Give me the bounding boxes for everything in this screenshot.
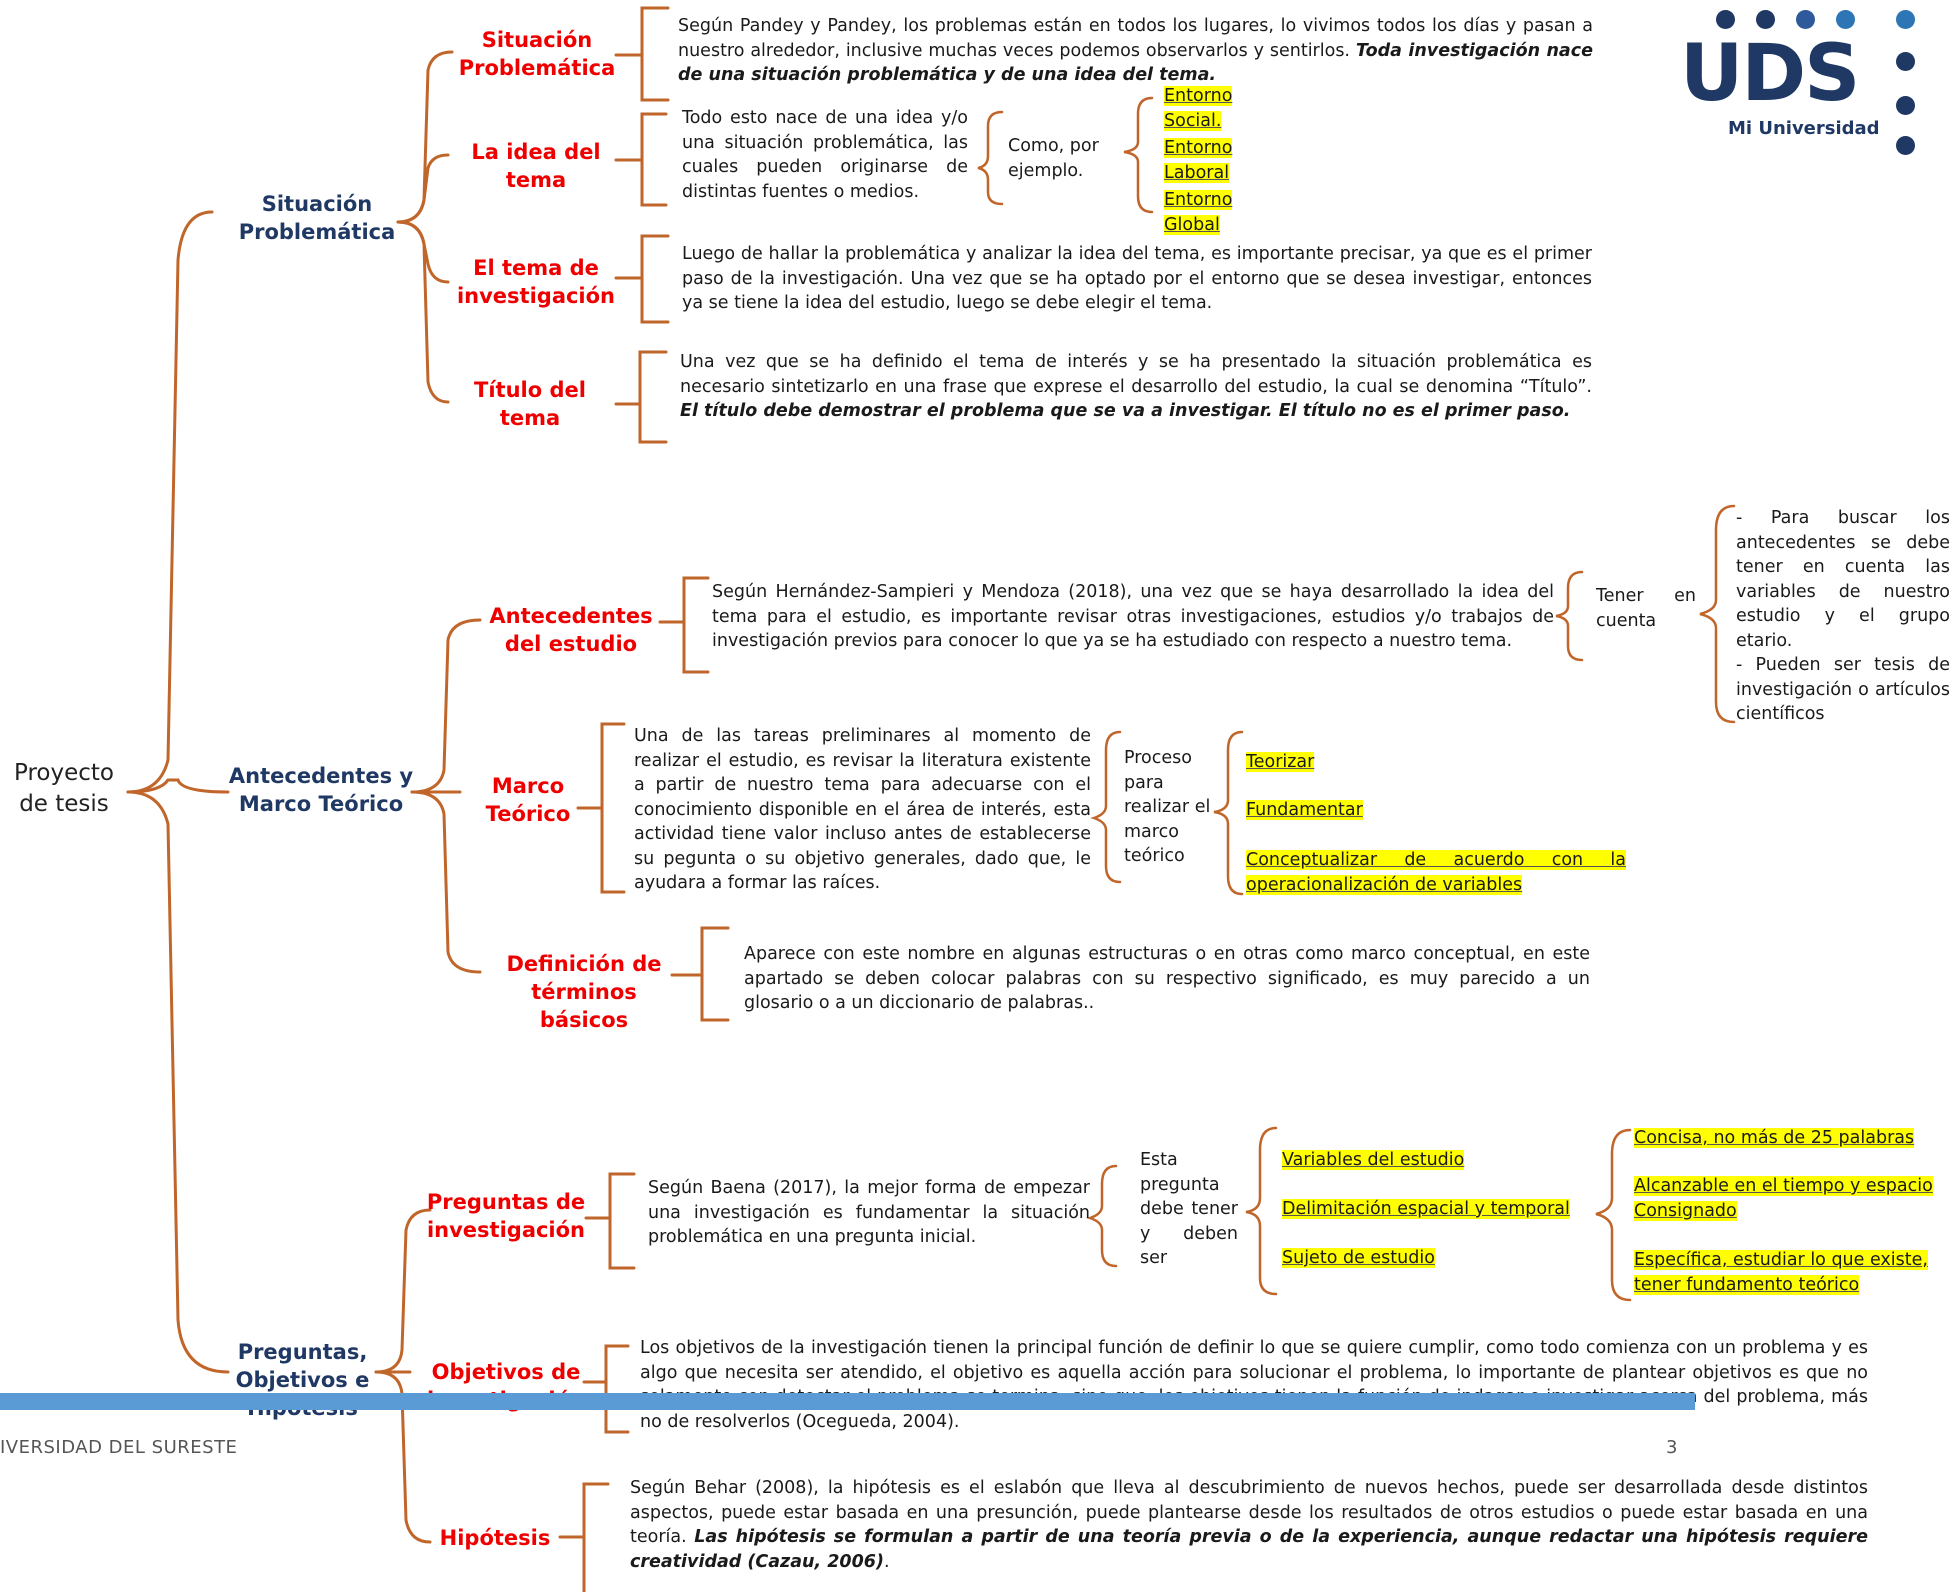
node-preguntas: Preguntas de investigación <box>426 1190 586 1242</box>
node-tema: El tema de investigación <box>456 256 616 308</box>
logo-dot <box>1836 10 1855 29</box>
text-hipotesis: Según Behar (2008), la hipótesis es el e… <box>630 1478 1868 1572</box>
node-marco: Marco Teórico <box>485 774 571 826</box>
text-hipotesis-plain: Según Behar (2008), la hipótesis es el e… <box>630 1478 1868 1547</box>
text-tema: Luego de hallar la problemática y analiz… <box>682 244 1592 313</box>
criterio-especifica: Específica, estudiar lo que existe, tene… <box>1634 1250 1928 1295</box>
text-titulo: Una vez que se ha definido el tema de in… <box>680 350 1592 424</box>
text-esta-pregunta: Esta pregunta debe tener y deben ser <box>1140 1150 1238 1268</box>
curly-criteria <box>1595 1128 1632 1302</box>
br-marco <box>576 722 626 894</box>
text-antecedentes: Según Hernández-Sampieri y Mendoza (2018… <box>712 582 1554 651</box>
node-situacion: Situación Problemática <box>458 28 616 80</box>
logo-dot <box>1896 10 1915 29</box>
text-marco: Una de las tareas preliminares al moment… <box>634 726 1091 893</box>
text-situacion-plain: Según Pandey y Pandey, los problemas est… <box>678 16 1593 61</box>
logo-dot <box>1716 10 1735 29</box>
entorno-laboral: Entorno Laboral <box>1164 138 1233 183</box>
logo-dot <box>1896 136 1915 155</box>
curly-proceso <box>1090 730 1122 884</box>
text-idea-example: Como, por ejemplo. <box>1008 136 1099 181</box>
s3-brace <box>374 1208 432 1374</box>
text-preguntas: Según Baena (2017), la mejor forma de em… <box>648 1178 1090 1247</box>
curly-idea <box>977 110 1004 206</box>
node-idea: La idea del tema <box>471 140 601 192</box>
br-antecedentes <box>658 576 710 674</box>
entorno-social: Entorno Social. <box>1164 86 1233 131</box>
s1-brace-4 <box>396 220 450 404</box>
criterio-concisa: Concisa, no más de 25 palabras <box>1634 1128 1915 1148</box>
preg-item-sujeto: Sujeto de estudio <box>1282 1248 1435 1268</box>
root-brace <box>126 210 214 794</box>
curly-esta <box>1086 1164 1118 1268</box>
curly-marco-items <box>1213 730 1244 896</box>
criterio-alcanzable: Alcanzable en el tiempo y espacio Consig… <box>1634 1176 1933 1221</box>
s2-brace <box>410 618 482 794</box>
curly-preg-items <box>1245 1126 1278 1296</box>
text-objetivos: Los objetivos de la investigación tienen… <box>640 1338 1868 1432</box>
preg-item-variables: Variables del estudio <box>1282 1150 1465 1170</box>
text-titulo-bold: El título debe demostrar el problema que… <box>680 401 1571 421</box>
node-hipotesis: Hipótesis <box>439 1526 551 1550</box>
text-situacion-bold: Toda investigación nace de una situación… <box>678 40 1593 86</box>
logo-dot <box>1796 10 1815 29</box>
logo-dot <box>1756 10 1775 29</box>
node-definicion: Definición de términos básicos <box>506 952 662 1032</box>
entorno-global: Entorno Global <box>1164 190 1233 235</box>
marco-item-conceptualizar: Conceptualizar de acuerdo con la operaci… <box>1246 850 1626 895</box>
s2-brace-3 <box>410 790 482 974</box>
text-proceso: Proceso para realizar el marco teórico <box>1124 748 1211 866</box>
text-tener: Tener en cuenta <box>1596 586 1696 631</box>
footer-university: IVERSIDAD DEL SURESTE <box>0 1437 238 1458</box>
root-brace-bottom <box>126 790 230 1374</box>
section-antecedentes: Antecedentes y Marco Teórico <box>228 764 414 816</box>
logo-subtitle: Mi Universidad <box>1728 118 1880 139</box>
node-titulo: Título del tema <box>474 378 586 430</box>
root-node: Proyecto de tesis <box>14 760 114 817</box>
br-preguntas <box>584 1172 636 1270</box>
br-definicion <box>670 926 730 1022</box>
preg-item-delimitacion: Delimitación espacial y temporal <box>1282 1199 1570 1219</box>
node-antecedentes: Antecedentes del estudio <box>489 604 653 656</box>
root-brace-mid <box>126 778 230 794</box>
marco-item-teorizar: Teorizar <box>1246 752 1315 772</box>
logo-dot <box>1896 52 1915 71</box>
text-antecedentes-note: - Para buscar los antecedentes se debe t… <box>1736 508 1950 724</box>
s1-brace-2 <box>396 153 450 224</box>
curly-note <box>1699 504 1736 724</box>
text-titulo-plain: Una vez que se ha definido el tema de in… <box>680 352 1592 397</box>
page-number: 3 <box>1666 1437 1678 1458</box>
text-situacion: Según Pandey y Pandey, los problemas est… <box>678 14 1593 88</box>
br-objetivos <box>582 1344 630 1434</box>
section-situacion: Situación Problemática <box>238 192 396 244</box>
br-idea <box>614 112 668 207</box>
s3-brace-3 <box>374 1370 432 1544</box>
marco-item-fundamentar: Fundamentar <box>1246 800 1363 820</box>
br-situacion <box>614 6 670 102</box>
logo-dot <box>1896 96 1915 115</box>
curly-entornos <box>1123 96 1154 214</box>
br-tema <box>614 234 670 324</box>
br-titulo <box>614 350 668 444</box>
footer-bar <box>0 1393 1695 1410</box>
text-idea: Todo esto nace de una idea y/o una situa… <box>682 108 968 202</box>
uds-logo: UDS Mi Universidad <box>1680 8 1940 168</box>
text-definicion: Aparece con este nombre en algunas estru… <box>744 944 1590 1013</box>
curly-tener <box>1555 570 1584 662</box>
text-hipotesis-bold: Las hipótesis se formulan a partir de un… <box>630 1527 1868 1572</box>
logo-wordmark: UDS <box>1680 29 1860 119</box>
br-hipotesis <box>558 1482 610 1592</box>
